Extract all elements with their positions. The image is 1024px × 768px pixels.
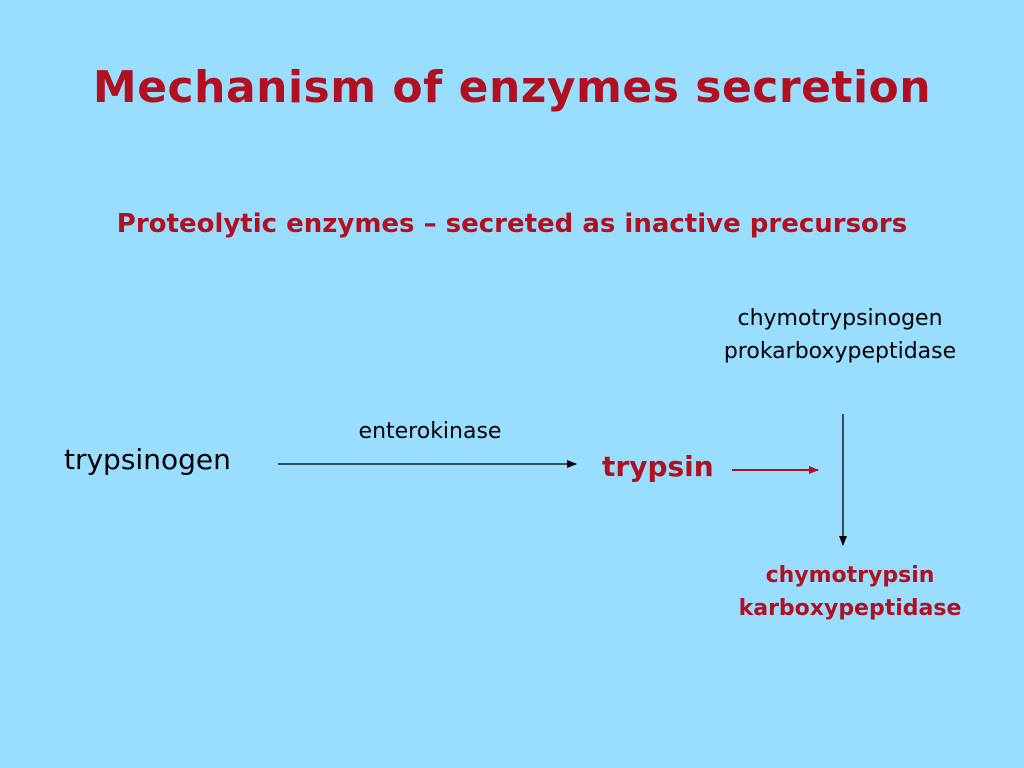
precursor-label: trypsinogen [64, 443, 231, 476]
inactive-target-prokarboxypeptidase: prokarboxypeptidase [723, 339, 957, 364]
slide-title: Mechanism of enzymes secretion [92, 62, 932, 113]
active-enzyme-label: trypsin [602, 450, 714, 483]
active-target-karboxypeptidase: karboxypeptidase [738, 596, 962, 621]
active-target-chymotrypsin: chymotrypsin [765, 563, 935, 588]
slide-subtitle: Proteolytic enzymes – secreted as inacti… [116, 209, 908, 239]
inactive-target-chymotrypsinogen: chymotrypsinogen [737, 306, 943, 331]
activator-label: enterokinase [358, 419, 502, 444]
